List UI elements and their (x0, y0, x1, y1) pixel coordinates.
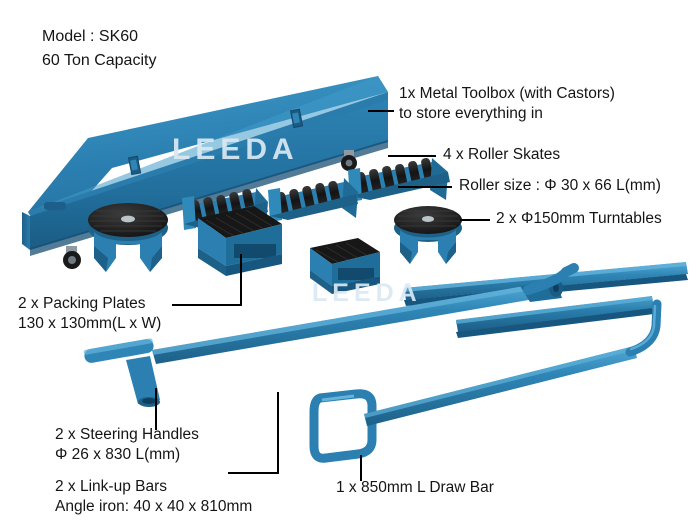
leeda-watermark: LEEDA (312, 279, 422, 307)
packing-plate (310, 238, 380, 294)
leader-line-steering-handles (155, 388, 157, 430)
leader-line-packing-plates-vertical (240, 254, 242, 306)
callout-packing-plates-line2: 130 x 130mm(L x W) (18, 315, 162, 332)
steering-handle-end (523, 263, 579, 295)
castor-wheel (341, 150, 357, 171)
callout-toolbox-line2: to store everything in (399, 105, 543, 122)
leader-line-draw-bar (360, 455, 362, 481)
callout-draw-bar: 1 x 850mm L Draw Bar (336, 479, 494, 496)
turntable (88, 203, 168, 272)
leader-line-roller-size (398, 186, 452, 188)
callout-linkup-bars-line2: Angle iron: 40 x 40 x 810mm (55, 498, 253, 515)
callout-steering-handles-line1: 2 x Steering Handles (55, 426, 199, 443)
leeda-watermark: LEEDA (172, 133, 299, 166)
leader-line-toolbox (368, 110, 394, 112)
leader-line-turntables (460, 219, 490, 221)
callout-packing-plates-line1: 2 x Packing Plates (18, 295, 146, 312)
leader-line-linkup-bars-vertical (277, 392, 279, 474)
link-up-bar (456, 296, 654, 338)
castor-wheel (63, 246, 81, 269)
callout-linkup-bars-line1: 2 x Link-up Bars (55, 478, 167, 495)
callout-turntables: 2 x Φ150mm Turntables (496, 210, 662, 227)
steering-handle (83, 279, 563, 407)
callout-steering-handles-line2: Φ 26 x 830 L(mm) (55, 446, 181, 463)
roller-skate (268, 178, 358, 222)
draw-bar (309, 299, 662, 463)
turntable (394, 206, 462, 264)
roller-skate (348, 157, 450, 202)
callout-roller-skates: 4 x Roller Skates (443, 146, 561, 163)
leader-line-roller-skates (388, 155, 436, 157)
model-title-line2: 60 Ton Capacity (42, 52, 157, 69)
callout-roller-size: Roller size : Φ 30 x 66 L(mm) (459, 177, 661, 194)
leader-line-packing-plates-horizontal (172, 304, 242, 306)
model-title-line1: Model : SK60 (42, 28, 139, 45)
callout-toolbox-line1: 1x Metal Toolbox (with Castors) (399, 85, 615, 102)
leader-line-linkup-bars-horizontal (228, 472, 279, 474)
